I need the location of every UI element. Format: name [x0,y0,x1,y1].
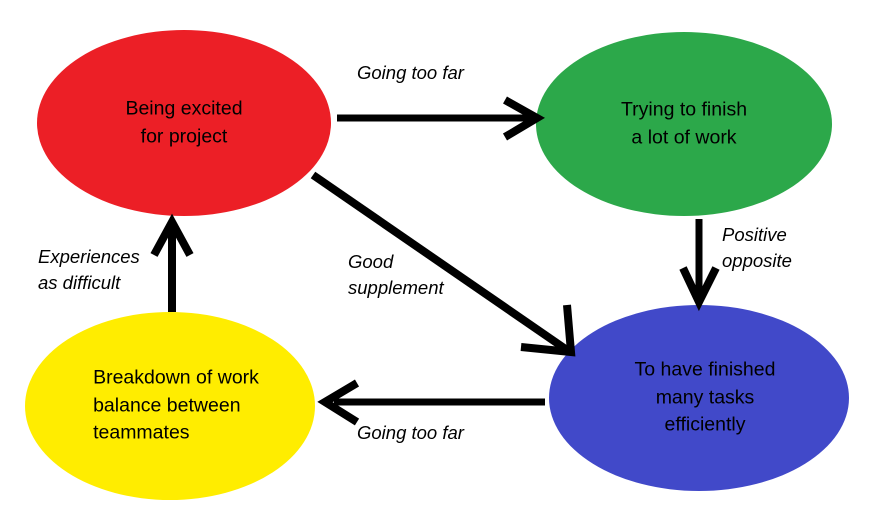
ellipse-being-excited-for-project[interactable] [37,30,331,216]
ellipse-to-have-finished-many-tasks-efficiently[interactable] [549,305,849,491]
arrow-efficient-to-breakdown[interactable] [317,379,545,426]
arrow-excited-to-finish[interactable] [337,96,545,141]
ellipse-trying-to-finish-a-lot-of-work[interactable] [536,32,832,216]
arrow-finish-to-efficient[interactable] [679,219,720,312]
ellipse-breakdown-of-work-balance-between-teammates[interactable] [25,312,315,500]
arrow-excited-to-efficient[interactable] [310,171,576,357]
arrow-breakdown-to-excited[interactable] [150,213,194,312]
